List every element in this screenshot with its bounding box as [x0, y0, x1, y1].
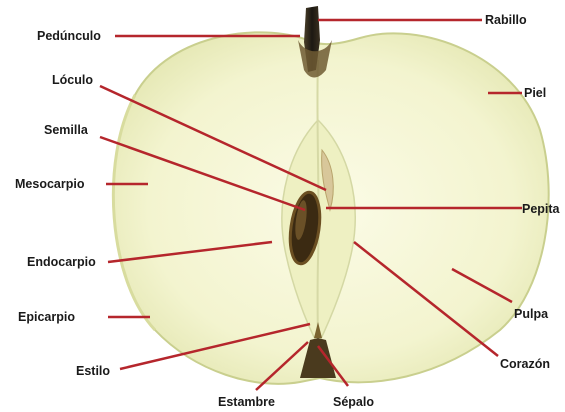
label-semilla: Semilla: [44, 123, 89, 137]
label-pedunculo: Pedúnculo: [37, 29, 101, 43]
label-corazon: Corazón: [500, 357, 550, 371]
label-pulpa: Pulpa: [514, 307, 549, 321]
label-rabillo: Rabillo: [485, 13, 527, 27]
label-estilo: Estilo: [76, 364, 110, 378]
label-epicarpio: Epicarpio: [18, 310, 75, 324]
label-mesocarpio: Mesocarpio: [15, 177, 85, 191]
label-loculo: Lóculo: [52, 73, 93, 87]
label-pepita: Pepita: [522, 202, 561, 216]
label-endocarpio: Endocarpio: [27, 255, 96, 269]
label-sepalo: Sépalo: [333, 395, 374, 409]
label-estambre: Estambre: [218, 395, 275, 409]
label-piel: Piel: [524, 86, 546, 100]
